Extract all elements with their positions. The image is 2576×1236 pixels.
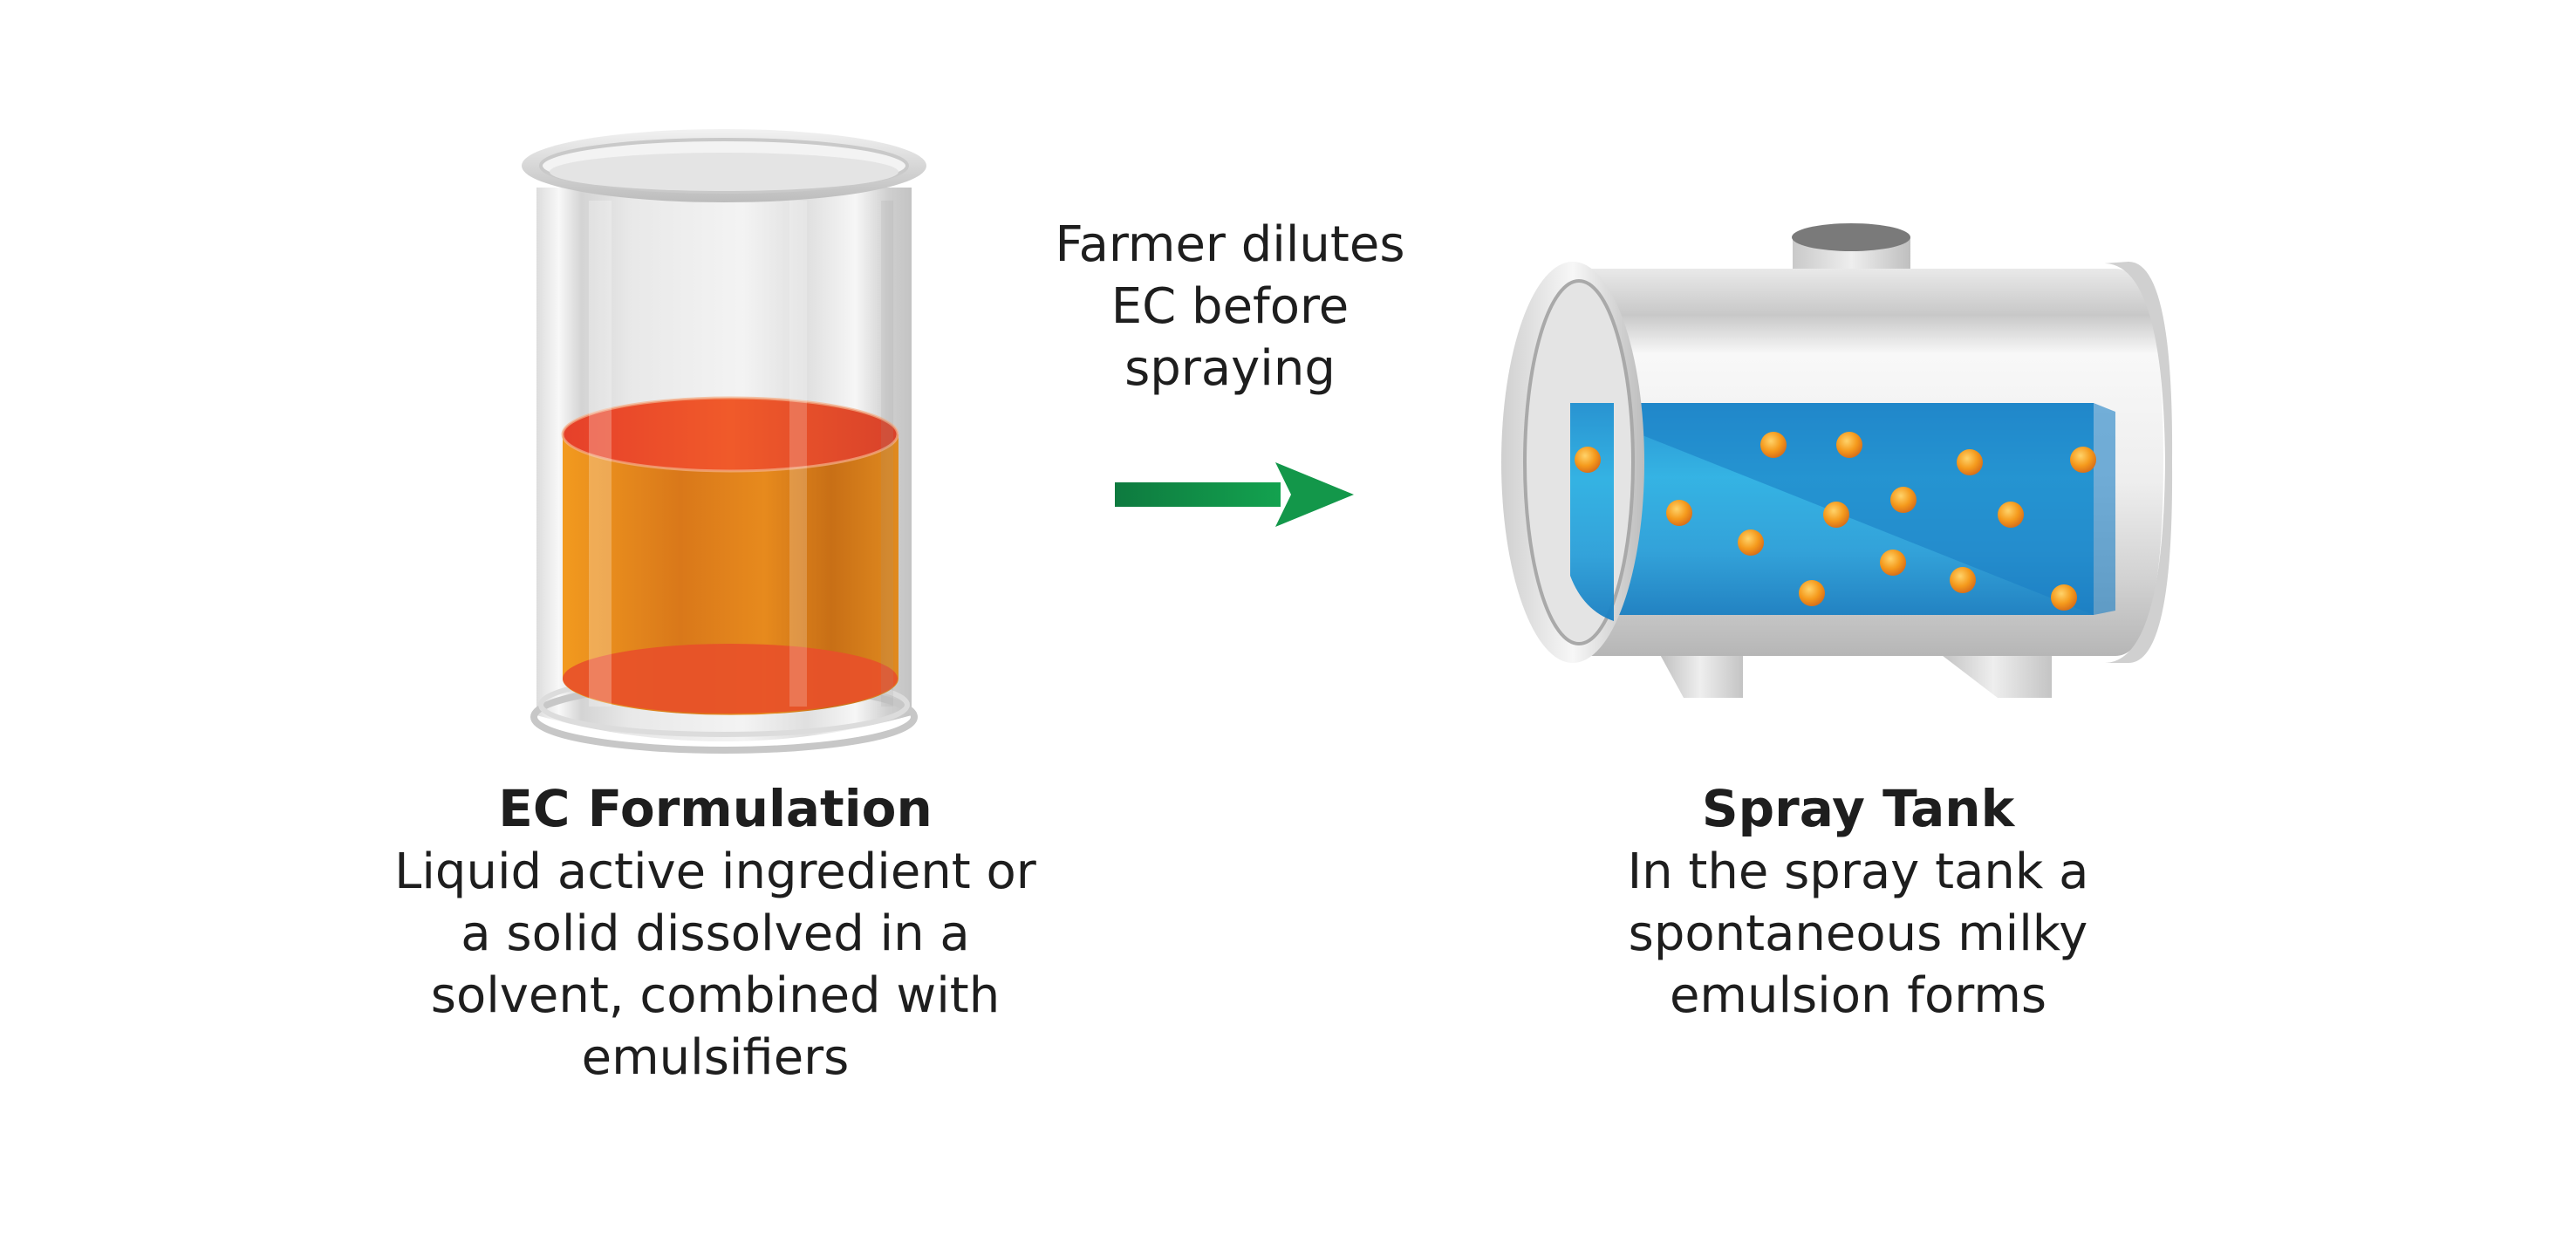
emulsion-droplet-icon — [1880, 550, 1906, 576]
ec-formulation-description-line: emulsifiers — [581, 1029, 850, 1086]
emulsion-droplet-icon — [2051, 584, 2077, 611]
spray-tank-description-line: spontaneous milky — [1628, 905, 2088, 962]
emulsion-droplet-icon — [1890, 487, 1917, 513]
emulsion-droplet-icon — [1836, 432, 1862, 458]
ec-formulation-caption: EC Formulation Liquid active ingredient … — [349, 776, 1082, 1089]
ec-formulation-description-line: solvent, combined with — [430, 967, 1001, 1024]
emulsion-droplet-icon — [1957, 449, 1983, 475]
spray-tank-description-line: In the spray tank a — [1627, 843, 2089, 900]
emulsion-droplets — [1575, 432, 2096, 611]
emulsion-droplet-icon — [2070, 447, 2096, 473]
right-arrow-icon — [1115, 462, 1354, 527]
emulsion-droplet-icon — [1799, 580, 1825, 606]
spray-tank-description-line: emulsion forms — [1669, 967, 2047, 1024]
spray-tank-caption: Spray Tank In the spray tank a spontaneo… — [1553, 776, 2163, 1027]
emulsion-droplet-icon — [1666, 500, 1692, 526]
spray-tank-icon — [1501, 223, 2173, 698]
arrow-label-line: spraying — [1124, 340, 1336, 397]
spray-tank-title: Spray Tank — [1701, 779, 2015, 838]
arrow-label: Farmer dilutes EC before spraying — [1021, 214, 1439, 399]
emulsion-droplet-icon — [1950, 567, 1976, 593]
ec-formulation-description-line: Liquid active ingredient or — [394, 843, 1036, 900]
emulsion-droplet-icon — [1738, 529, 1764, 556]
emulsion-droplet-icon — [1998, 502, 2024, 528]
ec-formulation-description-line: a solid dissolved in a — [461, 905, 970, 962]
emulsion-droplet-icon — [1575, 447, 1601, 473]
glass-beaker-icon — [522, 129, 926, 754]
ec-formulation-title: EC Formulation — [498, 779, 933, 838]
emulsion-droplet-icon — [1760, 432, 1787, 458]
emulsion-droplet-icon — [1823, 502, 1849, 528]
ec-liquid — [561, 396, 899, 715]
arrow-label-line: EC before — [1110, 278, 1349, 335]
arrow-label-line: Farmer dilutes — [1055, 216, 1405, 273]
